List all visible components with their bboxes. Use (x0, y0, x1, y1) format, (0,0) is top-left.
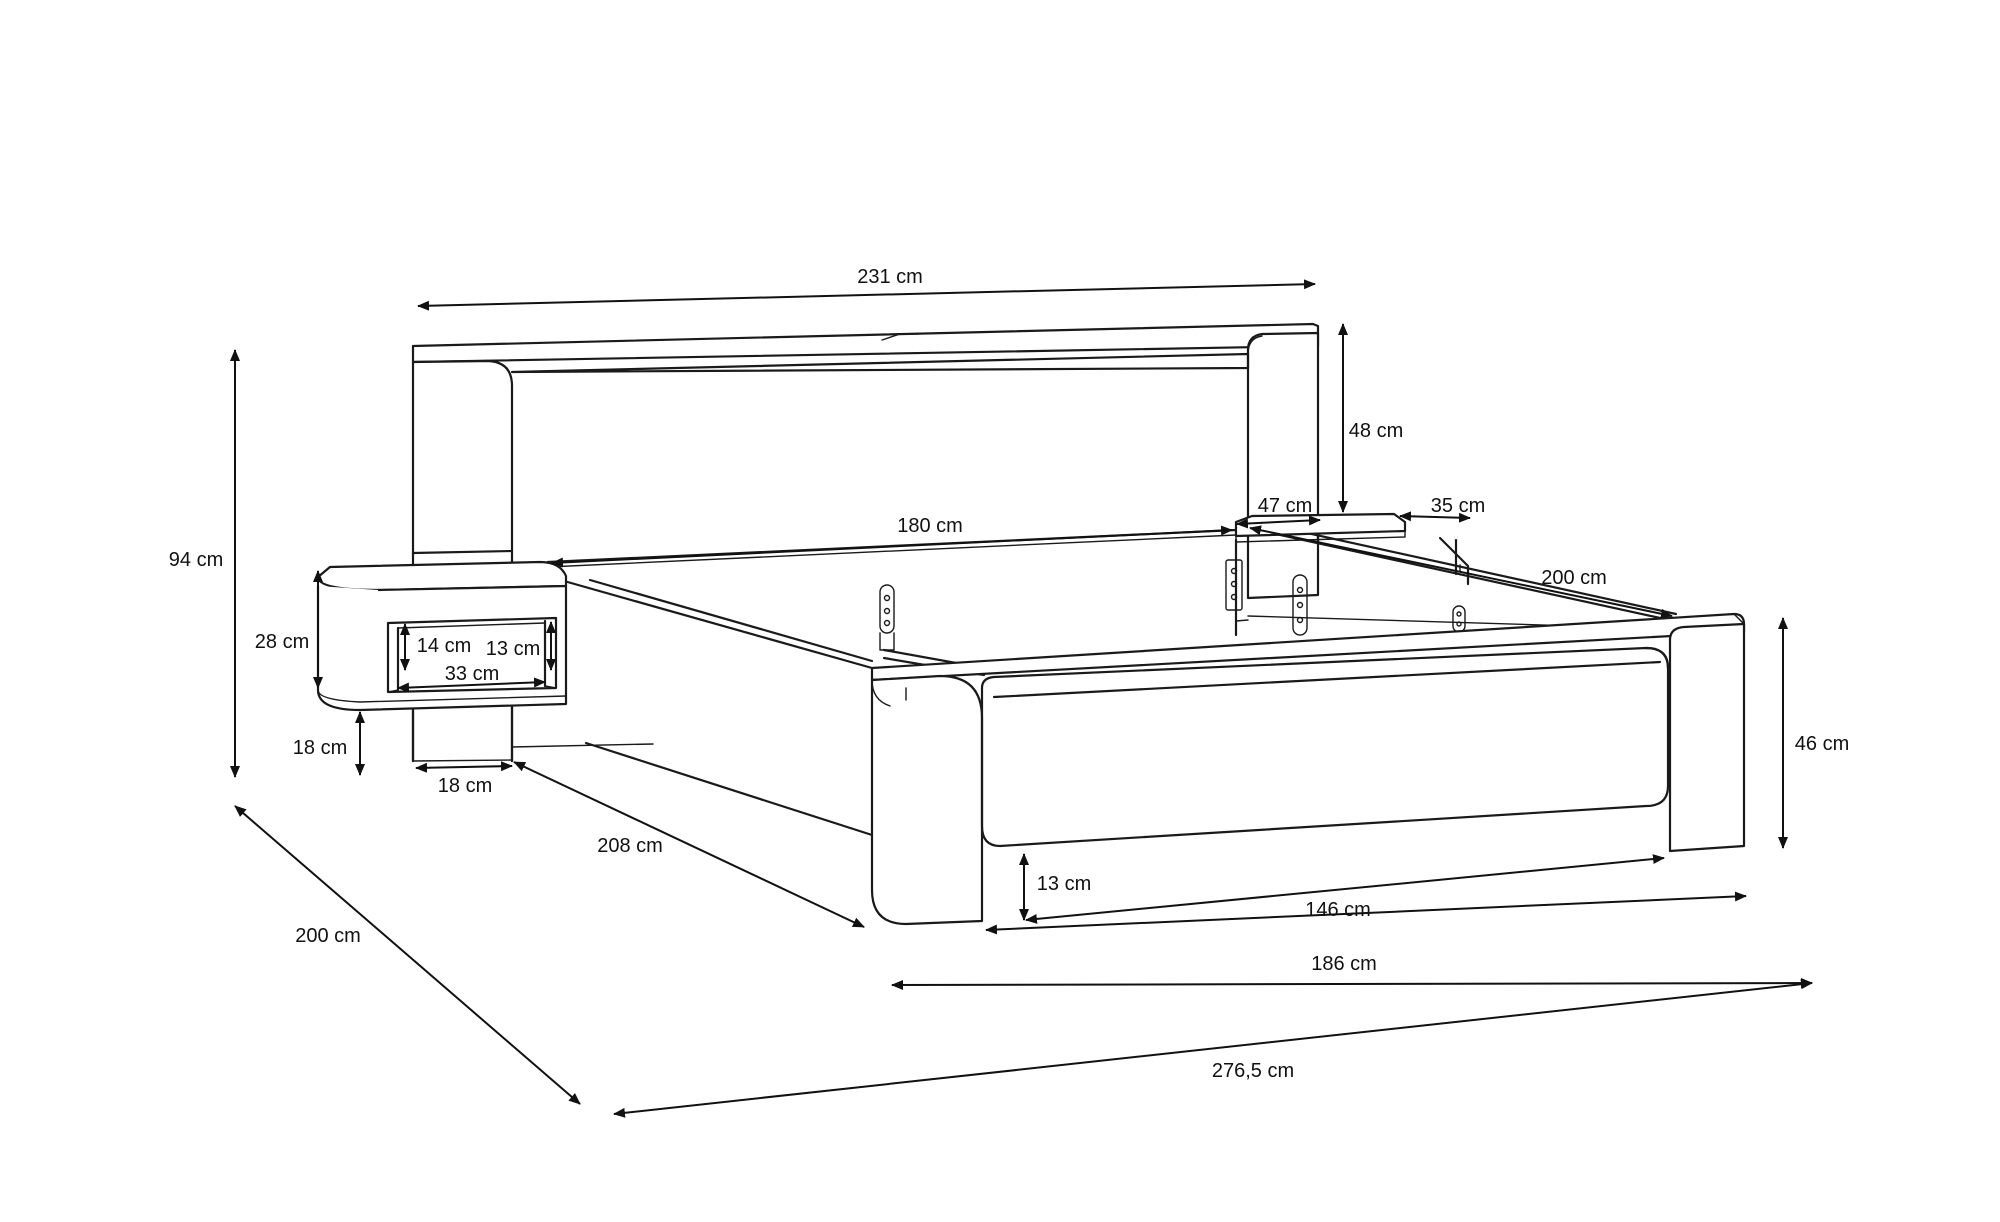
dim-line-186 (985, 891, 1747, 935)
label-47: 47 cm (1258, 495, 1312, 517)
dim-line-47 (1236, 515, 1321, 529)
dim-line-276 (613, 979, 1813, 1118)
label-231: 231 cm (857, 266, 923, 288)
footboard (870, 612, 1746, 926)
label-208: 208 cm (597, 835, 663, 857)
dim-line-35 (1399, 511, 1471, 523)
dim-line-33 (397, 677, 546, 693)
label-276: 276,5 cm (1212, 1060, 1294, 1082)
dim-line-200-top (1249, 525, 1673, 619)
dim-line-208 (513, 761, 865, 928)
dimension-labels: 231 cm 94 cm 48 cm 180 cm 47 cm 35 cm 20… (169, 266, 1849, 1082)
label-13-foot: 13 cm (1037, 873, 1091, 895)
label-186: 186 cm (1311, 953, 1377, 975)
label-18-height: 18 cm (293, 737, 347, 759)
label-18-width: 18 cm (438, 775, 492, 797)
dim-line-18-width (415, 761, 513, 773)
label-46: 46 cm (1795, 733, 1849, 755)
label-14: 14 cm (417, 635, 471, 657)
bracket-center (1225, 559, 1243, 611)
left-nightstand (316, 560, 568, 763)
label-200-top: 200 cm (1541, 567, 1607, 589)
bed-frame (546, 518, 1678, 837)
label-13-shelf: 13 cm (486, 638, 540, 660)
label-146: 146 cm (1305, 899, 1371, 921)
label-35: 35 cm (1431, 495, 1485, 517)
label-33: 33 cm (445, 663, 499, 685)
label-48: 48 cm (1349, 420, 1403, 442)
label-180: 180 cm (897, 515, 963, 537)
bracket-right-2 (1452, 605, 1466, 633)
bracket-left (879, 584, 895, 651)
dim-line-186-lower (891, 978, 1813, 990)
label-200-diag: 200 cm (295, 925, 361, 947)
dimension-lines (230, 279, 1813, 1118)
dim-line-200-diag (234, 805, 581, 1105)
label-28: 28 cm (255, 631, 309, 653)
dim-line-231 (417, 279, 1316, 311)
dim-line-180 (551, 525, 1233, 568)
label-94: 94 cm (169, 549, 223, 571)
